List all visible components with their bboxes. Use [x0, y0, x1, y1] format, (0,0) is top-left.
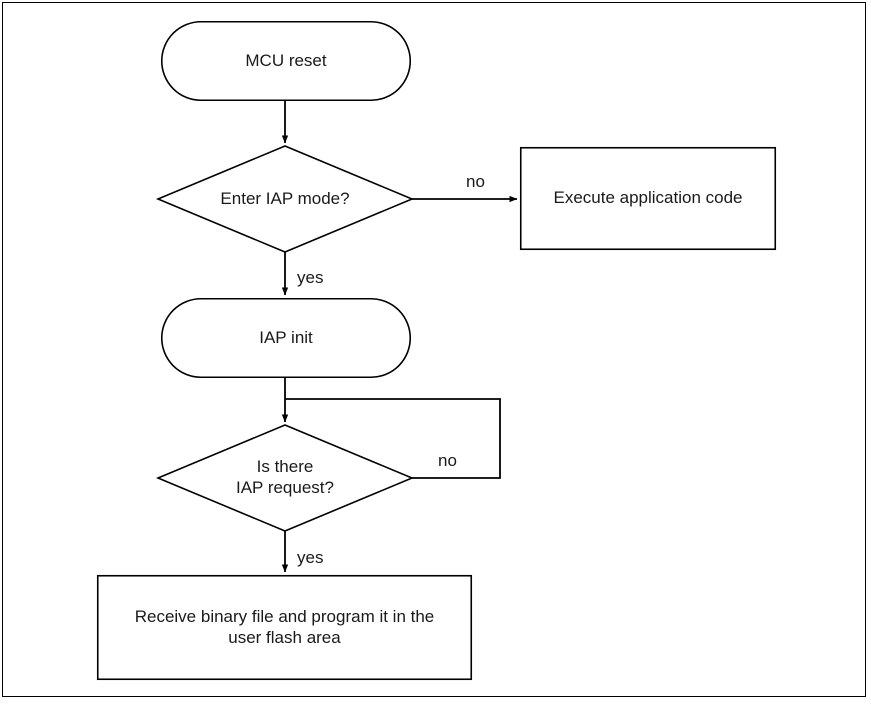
node-mcu-reset [160, 20, 412, 102]
node-enter-iap-mode [155, 145, 415, 253]
edge-label-yes-2: yes [297, 548, 324, 567]
node-execute-application-code [519, 146, 777, 251]
edge-label-no-1: no [466, 172, 485, 191]
node-is-there-iap-request [155, 424, 415, 532]
edge-label-yes-1: yes [297, 268, 324, 287]
node-iap-init [160, 297, 412, 379]
edge-label-no-2: no [438, 451, 457, 470]
edge-decision2-no-loop [285, 398, 501, 479]
page-border [2, 2, 866, 697]
node-receive-binary-file [96, 574, 473, 681]
